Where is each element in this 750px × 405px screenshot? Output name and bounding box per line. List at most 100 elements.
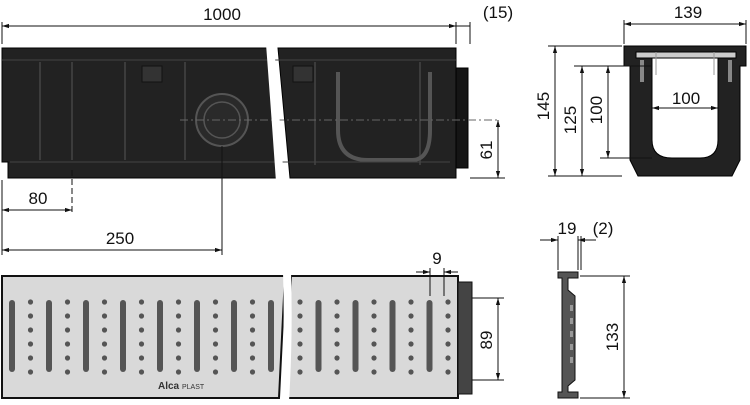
grate-hole <box>101 355 108 361</box>
grate-hole <box>175 313 182 319</box>
grate-slot <box>315 300 322 372</box>
dim-outlet-offset: 80 <box>1 170 73 255</box>
grate-hole <box>334 369 340 375</box>
grate-hole <box>64 341 71 347</box>
grate-hole <box>371 369 377 375</box>
grate-hole <box>101 299 108 305</box>
grate-hole <box>249 327 256 333</box>
grate-hole <box>249 369 256 375</box>
dim-outlet-center: 250 <box>2 146 223 255</box>
grate-hole <box>408 313 414 319</box>
grate-hole <box>334 327 340 333</box>
width-total-label: 139 <box>674 3 702 22</box>
channel-side-view <box>1 44 500 182</box>
grate-hole <box>27 341 34 347</box>
grate-hole <box>138 355 145 361</box>
grate-hole <box>371 327 377 333</box>
grate-slot <box>83 300 89 372</box>
grate-hole <box>212 327 219 333</box>
grate-hole <box>212 355 219 361</box>
grate-hole <box>212 299 219 305</box>
grate-top-view: Alca PLAST <box>1 272 473 402</box>
grate-slot <box>194 300 200 372</box>
dim-outlet-height: 61 <box>470 120 505 179</box>
grate-hole <box>138 299 145 305</box>
height-inner-label: 100 <box>587 96 606 124</box>
grate-slot <box>46 300 52 372</box>
grate-hole <box>138 313 145 319</box>
outlet-offset-label: 80 <box>29 189 48 208</box>
dim-height-total: 145 <box>534 45 622 177</box>
grate-hole <box>297 299 303 305</box>
grate-slot <box>9 300 15 372</box>
grate-hole <box>445 341 451 347</box>
grate-hole <box>27 369 34 375</box>
grate-slot <box>231 300 237 372</box>
grate-hole <box>445 369 451 375</box>
grate-hole <box>297 327 303 333</box>
grate-hole <box>249 355 256 361</box>
grate-hole <box>64 327 71 333</box>
grate-hole <box>138 327 145 333</box>
profile-thickness-label: 19 <box>558 219 577 238</box>
outlet-center-label: 250 <box>106 229 134 248</box>
grate-hole <box>101 369 108 375</box>
grate-slot <box>389 300 396 372</box>
height-total-label: 145 <box>534 92 553 120</box>
grate-hole <box>101 341 108 347</box>
dim-width-total: 139 <box>623 3 747 44</box>
profile-height-label: 133 <box>603 323 622 351</box>
grate-hole <box>175 355 182 361</box>
grate-hole <box>334 313 340 319</box>
brand-logo-alca: Alca <box>158 381 180 392</box>
grate-hole <box>371 313 377 319</box>
dim-grate-width: 89 <box>472 297 504 381</box>
grate-hole <box>297 313 303 319</box>
grate-hole <box>297 369 303 375</box>
grate-width-label: 89 <box>477 331 496 350</box>
grate-hole <box>101 327 108 333</box>
grate-hole <box>408 369 414 375</box>
grate-hole <box>408 327 414 333</box>
grate-hole <box>334 341 340 347</box>
slot-pitch-label: 9 <box>432 249 441 268</box>
grate-hole <box>101 313 108 319</box>
grate-hole <box>445 299 451 305</box>
grate-hole <box>212 369 219 375</box>
grate-hole <box>64 369 71 375</box>
grate-hole <box>297 341 303 347</box>
grate-hole <box>64 355 71 361</box>
grate-slots <box>9 299 451 375</box>
grate-hole <box>334 299 340 305</box>
grate-hole <box>408 355 414 361</box>
dim-profile-thickness: 19 <box>540 219 596 270</box>
grate-hole <box>408 341 414 347</box>
grate-hole <box>249 313 256 319</box>
grate-hole <box>371 355 377 361</box>
grate-hole <box>64 299 71 305</box>
grate-hole <box>371 299 377 305</box>
brand-logo-plast: PLAST <box>182 384 205 391</box>
grate-hole <box>334 355 340 361</box>
grate-hole <box>27 313 34 319</box>
dim-inner-width: 100 <box>652 89 718 111</box>
grate-hole <box>212 341 219 347</box>
grate-hole <box>445 327 451 333</box>
grate-hole <box>27 327 34 333</box>
grate-hole <box>138 369 145 375</box>
grate-slot <box>120 300 126 372</box>
grate-hole <box>445 313 451 319</box>
grate-hole <box>249 299 256 305</box>
grate-hole <box>212 313 219 319</box>
end-offset-label: (15) <box>483 3 513 22</box>
grate-slot <box>157 300 163 372</box>
dim-slot-pitch: 9 <box>416 249 458 296</box>
inner-width-label: 100 <box>672 89 700 108</box>
grate-profile <box>557 271 579 399</box>
grate-hole <box>138 341 145 347</box>
grate-hole <box>445 355 451 361</box>
dim-length: 1000 <box>1 5 457 44</box>
outlet-height-label: 61 <box>477 141 496 160</box>
profile-offset-label: (2) <box>593 219 614 238</box>
